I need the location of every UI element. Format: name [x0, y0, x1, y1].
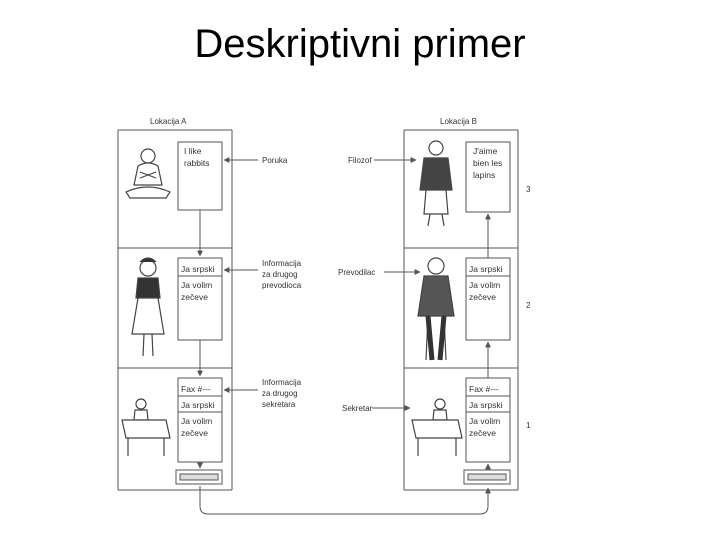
philosopher-a-note: I like rabbits [177, 141, 223, 211]
svg-text:Ja volim: Ja volim [181, 280, 212, 290]
label-sekretar: Sekretar [342, 404, 373, 413]
svg-text:Informacija: Informacija [262, 259, 302, 268]
label-info-secretary: Informacija za drugog sekretara [262, 378, 302, 409]
svg-text:zečeve: zečeve [469, 292, 496, 302]
transmission-line [199, 486, 491, 515]
secretary-a-figure [121, 398, 171, 456]
translator-b-note: Ja srpski Ja volim zečeve [465, 257, 511, 341]
layer-number-3: 3 [526, 185, 531, 194]
svg-text:prevodioca: prevodioca [262, 281, 302, 290]
label-filozof: Filozof [348, 156, 372, 165]
translator-a-figure [131, 257, 165, 357]
svg-text:I like: I like [184, 146, 202, 156]
philosopher-a-figure [125, 148, 171, 199]
svg-text:rabbits: rabbits [184, 158, 210, 168]
translator-a-note: Ja srpski Ja volim zečeve [177, 257, 223, 341]
secretary-b-figure [411, 398, 463, 456]
svg-text:zečeve: zečeve [181, 292, 208, 302]
label-arrows-a [223, 157, 258, 393]
svg-text:Fax #---: Fax #--- [469, 384, 499, 394]
svg-text:Ja volim: Ja volim [469, 416, 500, 426]
svg-text:Ja volim: Ja volim [469, 280, 500, 290]
svg-text:Ja srpski: Ja srpski [469, 400, 503, 410]
label-arrows-b [372, 157, 421, 411]
location-a-header: Lokacija A [150, 117, 187, 126]
philosopher-b-note: J'aime bien les lapins [465, 141, 511, 213]
location-b-header: Lokacija B [440, 117, 477, 126]
slide-title: Deskriptivni primer [194, 22, 526, 66]
secretary-b-note: Fax #--- Ja srpski Ja volim zečeve [465, 377, 511, 463]
label-prevodilac: Prevodilac [338, 268, 375, 277]
svg-text:Informacija: Informacija [262, 378, 302, 387]
svg-text:Fax #---: Fax #--- [181, 384, 211, 394]
location-a-frame [117, 129, 233, 491]
philosopher-b-figure [419, 140, 453, 227]
svg-text:Ja volim: Ja volim [181, 416, 212, 426]
svg-text:za drugog: za drugog [262, 270, 298, 279]
label-info-translator: Informacija za drugog prevodioca [262, 259, 302, 290]
svg-text:bien les: bien les [473, 158, 502, 168]
svg-text:zečeve: zečeve [469, 428, 496, 438]
location-b-frame [403, 129, 519, 491]
secretary-a-note: Fax #--- Ja srpski Ja volim zečeve [177, 377, 223, 463]
svg-text:Ja srpski: Ja srpski [469, 264, 503, 274]
layer-number-2: 2 [526, 301, 531, 310]
fax-machine-b [463, 469, 511, 485]
svg-text:zečeve: zečeve [181, 428, 208, 438]
translator-b-figure [417, 257, 455, 361]
svg-text:J'aime: J'aime [473, 146, 498, 156]
label-poruka: Poruka [262, 156, 288, 165]
svg-text:sekretara: sekretara [262, 400, 296, 409]
svg-text:lapins: lapins [473, 170, 495, 180]
layer-number-1: 1 [526, 421, 531, 430]
svg-text:za drugog: za drugog [262, 389, 298, 398]
fax-machine-a [175, 469, 223, 485]
svg-text:Ja srpski: Ja srpski [181, 264, 215, 274]
svg-text:Ja srpski: Ja srpski [181, 400, 215, 410]
